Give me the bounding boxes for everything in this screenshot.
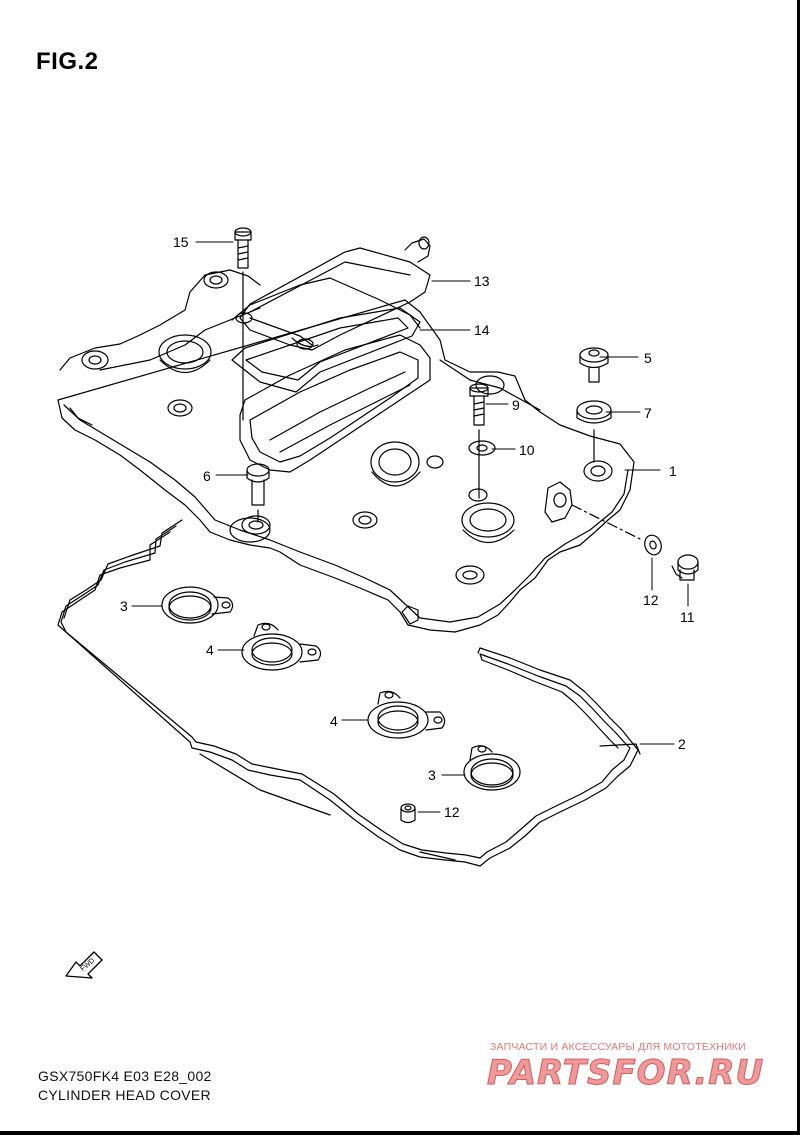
- plug-hole-seal-4-lower: [367, 690, 446, 739]
- callout-7: 7: [644, 405, 652, 421]
- callout-3-lower: 3: [428, 767, 436, 783]
- watermark-brand: PARTSFOR.RU: [486, 1053, 765, 1094]
- callout-10: 11: [680, 609, 695, 625]
- figure-title: FIG.2: [36, 48, 99, 75]
- plug-hole-seal-3-upper: [161, 586, 234, 624]
- part-group-caption: CYLINDER HEAD COVER: [38, 1087, 211, 1103]
- callout-1: 1: [669, 463, 677, 479]
- grommet-bolt-5: [579, 347, 609, 383]
- leader-lines: [131, 241, 689, 813]
- plug-hole-seal-3-lower: [463, 745, 521, 791]
- plug-bolt-10: [671, 554, 699, 581]
- callout-11: 12: [643, 592, 659, 608]
- breather-cover: [235, 236, 431, 351]
- callout-5: 5: [644, 350, 652, 366]
- callout-14: 14: [474, 322, 490, 338]
- dowel-pin-12: [400, 803, 416, 824]
- model-code-caption: GSX750FK4 E03 E28_002: [38, 1068, 212, 1084]
- watermark-tagline: ЗАПЧАСТИ И АКСЕССУАРЫ ДЛЯ МОТОТЕХНИКИ: [490, 1041, 746, 1053]
- forward-direction-arrow: FWD: [65, 951, 103, 979]
- callout-8: 9: [512, 397, 520, 413]
- bolt-6: [246, 463, 270, 523]
- cylinder-head-cover: [57, 269, 635, 633]
- frame-bottom-edge: [0, 1131, 800, 1135]
- grommet-7: [576, 400, 612, 463]
- callout-3-upper: 3: [120, 598, 128, 614]
- washer-11: [571, 504, 662, 556]
- washer-9: [468, 440, 496, 456]
- frame-right-edge: [797, 0, 800, 1135]
- callout-12-label: 12: [444, 804, 460, 820]
- callout-4-lower: 4: [330, 713, 338, 729]
- callout-6: 6: [203, 468, 211, 484]
- callout-9: 10: [519, 442, 535, 458]
- cylinder-head-cover-gasket: [57, 519, 641, 867]
- callout-labels: 15 13 14 5 9 7 10 1 6 12 11 3 4 4 2 3 14…: [120, 234, 695, 820]
- plug-hole-seal-4-upper: [241, 622, 322, 671]
- callout-4-upper: 4: [206, 642, 214, 658]
- callout-13: 13: [474, 273, 490, 289]
- callout-2: 2: [678, 736, 686, 752]
- breather-cover-gasket: [231, 307, 421, 393]
- bolt-15: [234, 227, 252, 421]
- callout-15: 15: [173, 234, 189, 250]
